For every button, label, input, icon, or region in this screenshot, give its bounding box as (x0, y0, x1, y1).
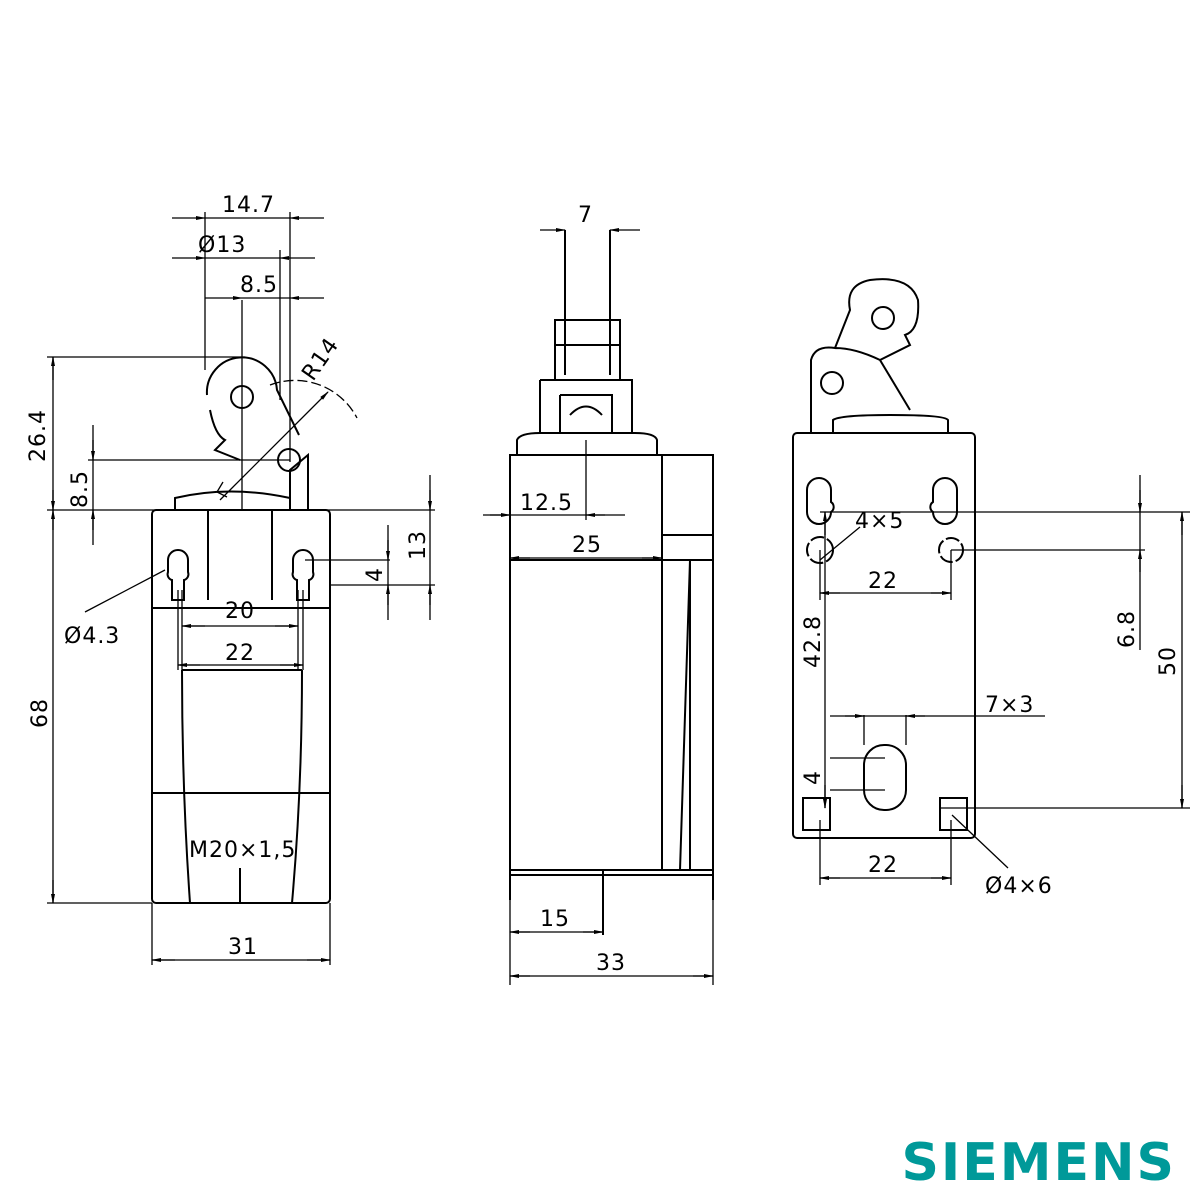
side-body-details (509, 455, 714, 935)
dim-conduit-offset: 15 (540, 907, 570, 932)
dim-bottom-hole-spacing: 22 (868, 853, 898, 878)
dim-pivot-height: 8.5 (68, 470, 93, 508)
dim-total-spacing: 50 (1156, 646, 1181, 676)
dim-bottom-hole-size: Ø4×6 (985, 874, 1053, 899)
siemens-logo: SIEMENS (901, 1133, 1176, 1193)
dim-radius: R14 (297, 333, 344, 385)
dim-hole-diameter: Ø4.3 (64, 624, 120, 649)
rear-lever (810, 278, 920, 433)
dim-lever-height: 26.4 (26, 409, 51, 462)
rear-lever-hole (820, 371, 844, 395)
dim-width-top: 14.7 (222, 193, 275, 218)
front-radius-line (219, 391, 329, 501)
dim-slot-offset: 13 (406, 530, 431, 560)
front-height-extensions (47, 356, 435, 511)
dim-body-height: 68 (28, 698, 53, 728)
front-plunger-cap (174, 490, 291, 510)
rear-view: 4×5 22 42.8 6.8 50 7×3 4 22 Ø4×6 (792, 278, 1190, 899)
rear-slot-leader (819, 526, 861, 561)
dim-top-hole-spacing: 22 (868, 569, 898, 594)
side-view: 7 12.5 25 15 33 (483, 203, 714, 985)
front-view: 14.7 Ø13 8.5 R14 26.4 8.5 13 4 Ø4.3 20 2… (26, 193, 435, 965)
front-centerline (216, 300, 243, 510)
dim-body-width: 31 (228, 935, 258, 960)
rear-cap (832, 413, 949, 433)
side-cap (516, 432, 658, 455)
rear-roller-axle (871, 306, 895, 330)
dim-hole-spacing: 22 (225, 641, 255, 666)
front-hole-leader (84, 569, 166, 613)
rear-slot-top-left (806, 477, 835, 525)
dim-roller-diameter: Ø13 (198, 233, 246, 258)
dim-body-depth: 33 (596, 951, 626, 976)
front-lever-arm (205, 356, 300, 461)
rear-oval-hole (863, 744, 907, 811)
thread-label: M20×1,5 (189, 838, 296, 863)
dim-inner-spacing: 20 (225, 599, 255, 624)
dim-offset: 8.5 (240, 273, 278, 298)
side-roller-assembly (539, 230, 633, 433)
front-right-keyhole (291, 549, 315, 601)
front-extension-lines (204, 212, 291, 462)
rear-bottom-holes (802, 797, 968, 831)
front-left-keyhole (166, 549, 190, 601)
dim-oval-size: 7×3 (985, 693, 1034, 718)
dim-slot-size: 4×5 (855, 509, 904, 534)
dim-offset-rear: 6.8 (1115, 610, 1140, 648)
rear-hole-leader (951, 814, 1009, 869)
dim-slot-length: 4 (363, 567, 388, 582)
dim-roller-width: 7 (578, 203, 593, 228)
rear-slot-top-right (929, 477, 958, 525)
front-body-details (152, 510, 330, 904)
dim-oval-offset: 4 (801, 770, 826, 785)
front-radius-arc (269, 379, 358, 419)
dim-vertical-spacing: 42.8 (801, 615, 826, 668)
dim-axis-offset: 12.5 (520, 491, 573, 516)
rear-body-outline (792, 432, 976, 839)
dim-depth-inner: 25 (572, 533, 602, 558)
side-body-outline (509, 454, 714, 876)
